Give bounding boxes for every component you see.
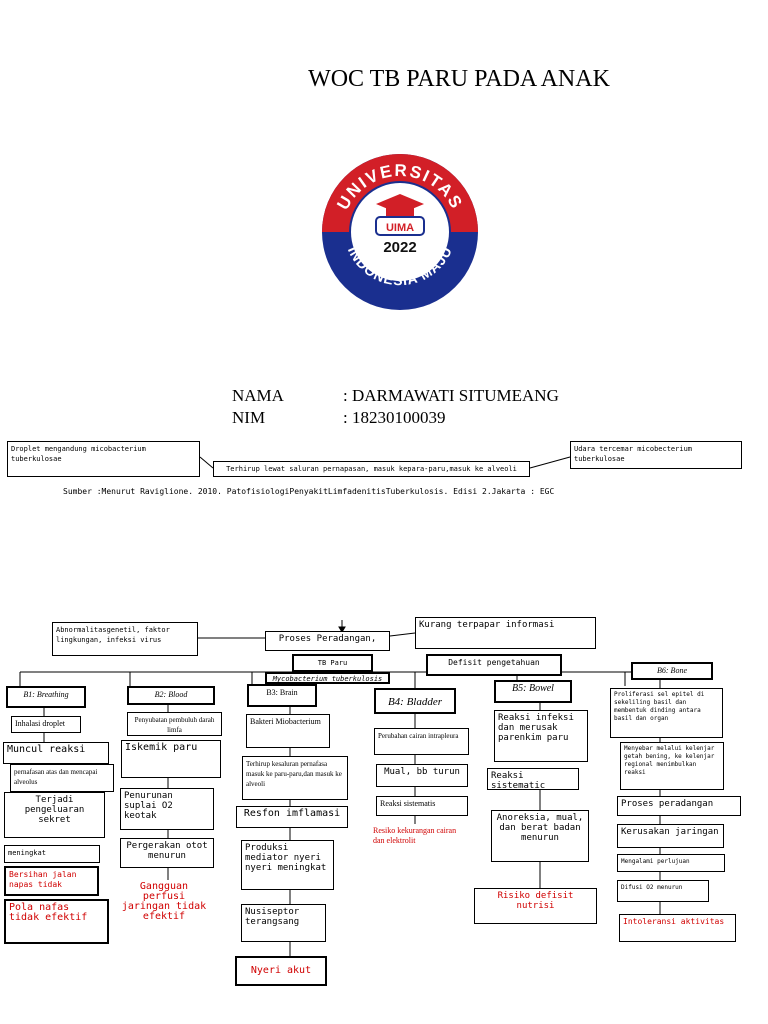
b3-resfon-imflamasi: Resfon imflamasi	[236, 806, 348, 828]
b2-penurunan-suplai: Penurunan suplai O2 keotak	[120, 788, 214, 830]
b6-proliferasi: Proliferasi sel epitel di sekeliling bas…	[610, 688, 723, 738]
b1-breathing-label: B1: Breathing	[6, 686, 86, 708]
b2-penyubatan: Penyubatan pembuluh darah limfa	[127, 712, 222, 736]
b2-diagnosis-perfusi: Gangguan perfusi jaringan tidak efektif	[116, 880, 212, 938]
page-title: WOC TB PARU PADA ANAK	[308, 66, 610, 92]
b5-bowel-label: B5: Bowel	[494, 680, 572, 703]
proses-peradangan-box: Proses Peradangan,	[265, 631, 390, 651]
b6-menyebar: Menyebar melalui kelenjar getah bening, …	[620, 742, 724, 790]
b6-perlujuan: Mengalami perlujuan	[617, 854, 725, 872]
nim-value: : 18230100039	[343, 408, 446, 427]
b2-blood-label: B2: Blood	[127, 686, 215, 705]
logo-year: 2022	[383, 239, 416, 256]
b2-pergerakan-otot: Pergerakan otot menurun	[120, 838, 214, 868]
b6-diagnosis-intoleransi: Intoleransi aktivitas	[619, 914, 736, 942]
b3-nusiseptor: Nusiseptor terangsang	[241, 904, 326, 942]
b5-anoreksia: Anoreksia, mual, dan berat badan menurun	[491, 810, 589, 862]
b1-pernafasan-atas: pernafasan atas dan mencapai alveolus	[10, 764, 114, 792]
b1-inhalasi: Inhalasi droplet	[11, 716, 81, 733]
kurang-informasi-box: Kurang terpapar informasi	[415, 617, 596, 649]
b3-produksi-mediator: Produksi mediator nyeri nyeri meningkat	[241, 840, 334, 890]
udara-box: Udara tercemar micobecterium tuberkulosa…	[570, 441, 742, 469]
b3-brain-label: B3: Brain	[247, 684, 317, 707]
tb-paru-box: TB Paru	[292, 654, 373, 672]
b4-bladder-label: B4: Bladder	[374, 688, 456, 714]
abnormalitas-box: Abnormalitasgenetil, faktor lingkungan, …	[52, 622, 198, 656]
mycobacterium-box: Mycobacterium tuberkulosis	[265, 672, 390, 684]
logo-inner-text: UIMA	[386, 222, 414, 234]
b4-perubahan-cairan: Perubahan cairan intrapleura	[374, 728, 469, 755]
defisit-pengetahuan-box: Defisit pengetahuan	[426, 654, 562, 676]
nama-value: : DARMAWATI SITUMEANG	[343, 386, 559, 405]
terhirup-box: Terhirup lewat saluran pernapasan, masuk…	[213, 461, 530, 477]
nim-label: NIM	[232, 408, 266, 427]
b1-diagnosis-pola-nafas: Pola nafas tidak efektif	[4, 899, 109, 944]
source-citation: Sumber :Menurut Raviglione. 2010. Patofi…	[63, 487, 555, 496]
b5-diagnosis-defisit-nutrisi: Risiko defisit nutrisi	[474, 888, 597, 924]
b4-reaksi-sistematis: Reaksi sistematis	[376, 796, 468, 816]
b6-proses-peradangan: Proses peradangan	[617, 796, 741, 816]
b3-terhirup-kesaluran: Terhirup kesaluran pernafasa masuk ke pa…	[242, 756, 348, 800]
b3-bakteri: Bakteri Miobacterium	[246, 714, 330, 748]
b5-reaksi-sistematic: Reaksi sistematic	[487, 768, 579, 790]
nama-label: NAMA	[232, 386, 284, 405]
b4-mual-bb-turun: Mual, bb turun	[376, 764, 468, 787]
b1-diagnosis-bersihan-jalan-napas: Bersihan jalan napas tidak	[4, 866, 99, 896]
droplet-box: Droplet mengandung micobacterium tuberku…	[7, 441, 200, 477]
b6-difusi-o2: Difusi O2 menurun	[617, 880, 709, 902]
university-logo: UNIVERSITAS INDONESIA MAJU UIMA 2022	[320, 152, 480, 312]
b1-muncul-reaksi: Muncul reaksi	[3, 742, 109, 764]
b6-bone-label: B6: Bone	[631, 662, 713, 680]
b3-diagnosis-nyeri-akut: Nyeri akut	[235, 956, 327, 986]
b4-diagnosis-cairan-elektrolit: Resiko kekurangan cairan dan elektrolit	[370, 824, 465, 856]
b1-pengeluaran-sekret: Terjadi pengeluaran sekret	[4, 792, 105, 838]
b6-kerusakan-jaringan: Kerusakan jaringan	[617, 824, 724, 848]
b1-meningkat: meningkat	[4, 845, 100, 863]
b5-reaksi-infeksi: Reaksi infeksi dan merusak parenkim paru	[494, 710, 588, 762]
b2-iskemik-paru: Iskemik paru	[121, 740, 221, 778]
